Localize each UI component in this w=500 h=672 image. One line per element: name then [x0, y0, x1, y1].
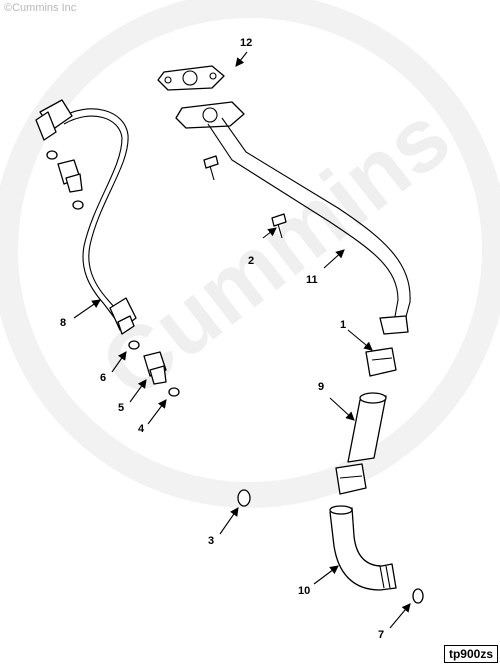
- part-5-adapter: [143, 351, 167, 385]
- copyright-text: ©Cummins Inc: [4, 2, 77, 14]
- part-1-hose-clamp-lower: [335, 463, 367, 495]
- callout-4: 4: [138, 423, 145, 435]
- callout-6: 6: [100, 372, 106, 384]
- callout-3: 3: [208, 535, 214, 547]
- callout-2: 2: [248, 255, 254, 267]
- callout-leaders: [73, 51, 411, 629]
- part-2-capscrews: [203, 155, 287, 239]
- callout-labels: 12 2 11 1 9 8 6 5 4 3 10 7: [60, 37, 384, 641]
- callout-11: 11: [306, 274, 318, 286]
- part-9-hose: [347, 392, 387, 463]
- part-4-washer: [168, 387, 180, 397]
- part-10-elbow: [329, 505, 397, 591]
- watermark-text: Cummins: [84, 87, 469, 418]
- callout-12: 12: [240, 37, 252, 49]
- callout-10: 10: [298, 585, 310, 597]
- part-12-gasket: [157, 65, 225, 91]
- part-11-tube: [175, 101, 411, 335]
- part-7-o-ring: [412, 588, 424, 604]
- cummins-watermark: Cummins: [0, 0, 500, 508]
- callout-7: 7: [378, 629, 384, 641]
- part-8-fittings: [46, 150, 84, 210]
- part-8-hose: [35, 99, 137, 335]
- callout-1: 1: [340, 319, 346, 331]
- figure-code-box: tp900zs: [443, 645, 498, 663]
- callout-9: 9: [318, 381, 324, 393]
- part-6-washer: [128, 340, 140, 350]
- part-1-hose-clamp: [365, 347, 397, 377]
- part-3-o-ring: [237, 489, 251, 507]
- callout-5: 5: [118, 402, 124, 414]
- callout-8: 8: [60, 317, 66, 329]
